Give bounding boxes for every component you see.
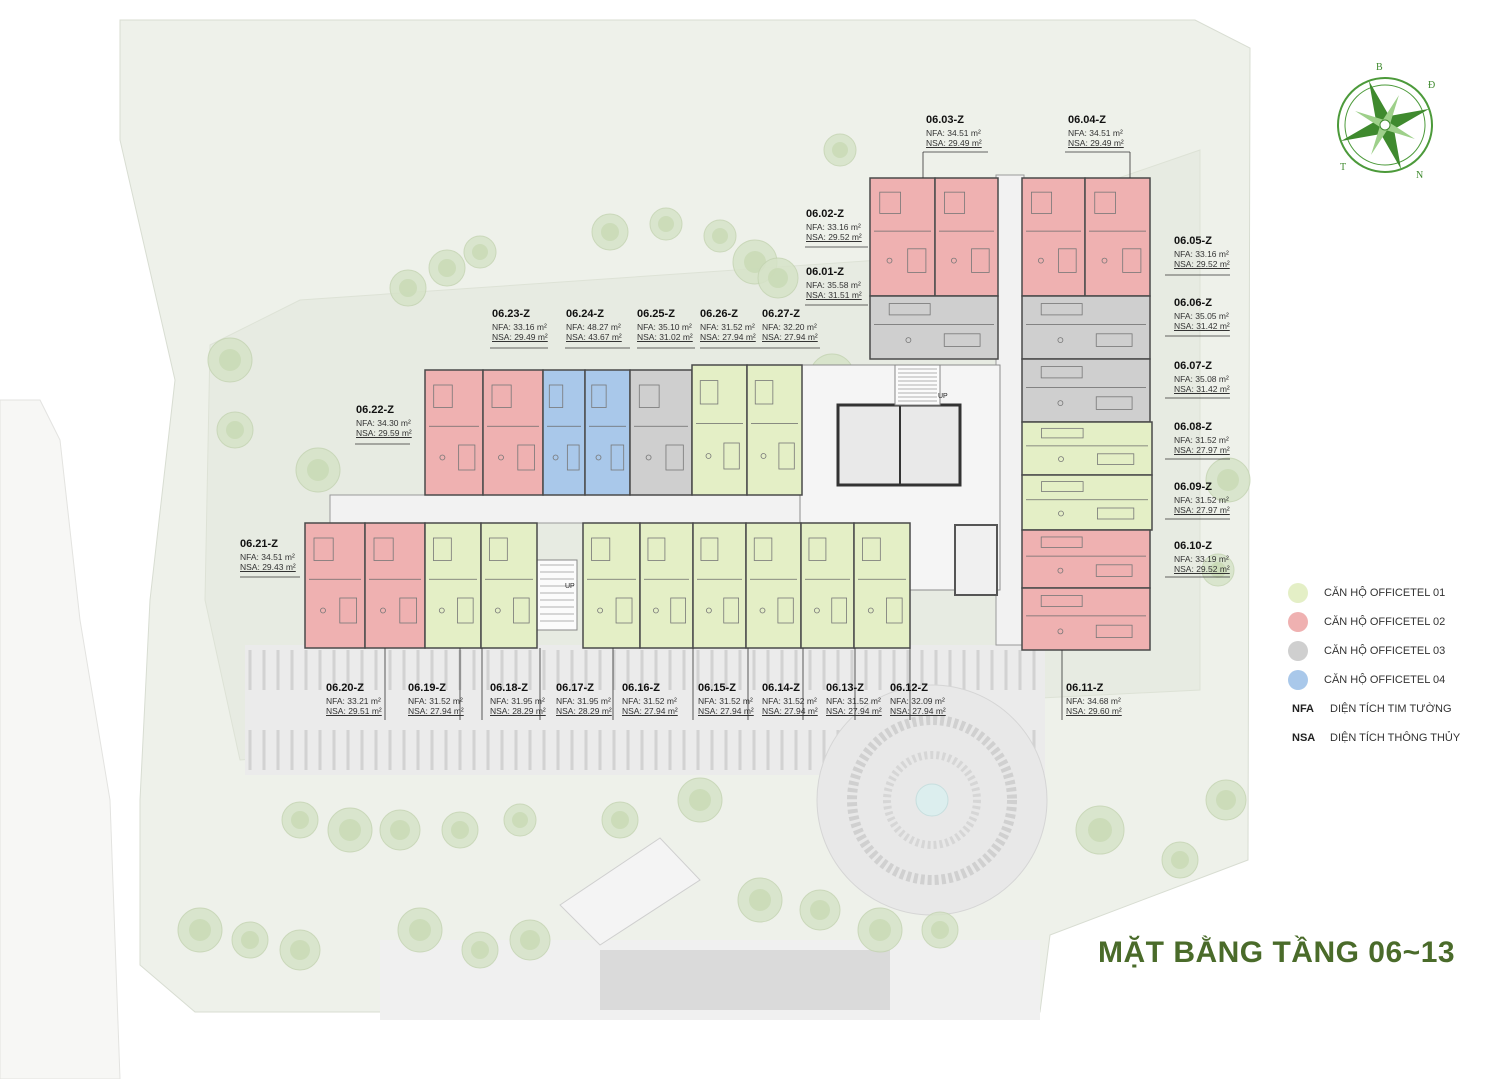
legend-item-nsa: NSA DIỆN TÍCH THÔNG THỦY bbox=[1292, 723, 1460, 752]
stair-up-label: UP bbox=[938, 393, 948, 400]
unit-block-06.27-Z bbox=[746, 364, 803, 496]
unit-block-06.05-Z bbox=[1084, 177, 1151, 297]
legend-item-officetel02: CĂN HỘ OFFICETEL 02 bbox=[1288, 607, 1460, 636]
unit-block-06.14-Z bbox=[745, 522, 802, 649]
legend-swatch bbox=[1288, 669, 1308, 690]
compass: B Đ N T bbox=[1330, 62, 1440, 181]
unit-block-06.20-Z bbox=[364, 522, 426, 649]
unit-block-06.26-Z bbox=[691, 364, 748, 496]
legend-label: DIỆN TÍCH THÔNG THỦY bbox=[1330, 731, 1461, 744]
legend-label: CĂN HỘ OFFICETEL 04 bbox=[1324, 673, 1446, 686]
legend-label: CĂN HỘ OFFICETEL 01 bbox=[1324, 586, 1446, 599]
lift-lower bbox=[954, 524, 998, 596]
unit-block-06.19-Z bbox=[424, 522, 482, 649]
unit-block-06.21-Z bbox=[304, 522, 366, 649]
unit-block-06.03-Z bbox=[934, 177, 999, 297]
unit-block-06.02-Z bbox=[869, 177, 936, 297]
legend-label: CĂN HỘ OFFICETEL 02 bbox=[1324, 615, 1446, 628]
legend-abbr: NSA bbox=[1292, 731, 1316, 744]
stair-treads bbox=[540, 368, 937, 622]
legend-label: CĂN HỘ OFFICETEL 03 bbox=[1324, 644, 1446, 657]
compass-letter: B bbox=[1376, 62, 1383, 73]
corridor-vertical bbox=[995, 174, 1025, 646]
unit-block-06.24-Z bbox=[584, 369, 631, 496]
legend-abbr: NFA bbox=[1292, 702, 1314, 715]
unit-block-06.04-Z bbox=[1021, 177, 1086, 297]
unit-block-06.11-Z bbox=[1021, 587, 1151, 651]
legend-item-officetel04: CĂN HỘ OFFICETEL 04 bbox=[1288, 665, 1460, 694]
unit-block-06.18-Z bbox=[480, 522, 538, 649]
legend-swatch bbox=[1288, 611, 1308, 632]
page-title: MẶT BẰNG TẦNG 06~13 bbox=[1098, 936, 1456, 969]
unit-block-06.22-Z bbox=[482, 369, 544, 496]
fountain bbox=[915, 783, 949, 817]
unit-block-06.07-Z bbox=[1021, 358, 1151, 423]
stair-up-label: UP bbox=[565, 583, 575, 590]
unit-blocks bbox=[304, 177, 1153, 651]
compass-letter: N bbox=[1416, 170, 1424, 181]
unit-block-06.16-Z bbox=[639, 522, 694, 649]
road-outline bbox=[0, 399, 121, 1079]
plaza-ring bbox=[847, 715, 1017, 885]
unit-block-06.15-Z bbox=[692, 522, 747, 649]
legend-item-officetel01: CĂN HỘ OFFICETEL 01 bbox=[1288, 578, 1460, 607]
bottom-lot-dark bbox=[600, 950, 890, 1010]
unit-block-06.25-Z bbox=[629, 369, 693, 496]
unit-block-06.08-Z bbox=[1021, 421, 1153, 476]
legend-swatch bbox=[1288, 582, 1308, 603]
legend-item-officetel03: CĂN HỘ OFFICETEL 03 bbox=[1288, 636, 1460, 665]
unit-block-06.10-Z bbox=[1021, 529, 1151, 589]
legend-label: DIỆN TÍCH TIM TƯỜNG bbox=[1330, 702, 1452, 715]
compass-rose-icon bbox=[1337, 77, 1433, 173]
unit-block-06.17-Z bbox=[582, 522, 641, 649]
stair-lower bbox=[536, 559, 578, 631]
unit-block-06.12-Z bbox=[853, 522, 911, 649]
unit-block-06.24-Z bbox=[542, 369, 586, 496]
small-building bbox=[559, 837, 701, 946]
leader-lines bbox=[240, 151, 1230, 720]
unit-block-06.09-Z bbox=[1021, 474, 1153, 531]
legend-swatch bbox=[1288, 640, 1308, 661]
compass-letter: Đ bbox=[1428, 80, 1436, 91]
trees bbox=[177, 133, 1251, 971]
legend: CĂN HỘ OFFICETEL 01 CĂN HỘ OFFICETEL 02 … bbox=[1288, 578, 1460, 752]
unit-block-06.06-Z bbox=[1021, 295, 1151, 360]
unit-block-06.13-Z bbox=[800, 522, 855, 649]
unit-block-06.01-Z bbox=[869, 295, 999, 360]
unit-block-06.23-Z bbox=[424, 369, 484, 496]
compass-letter: T bbox=[1340, 162, 1347, 173]
legend-item-nfa: NFA DIỆN TÍCH TIM TƯỜNG bbox=[1292, 694, 1460, 723]
plaza-ring-inner bbox=[883, 751, 981, 849]
